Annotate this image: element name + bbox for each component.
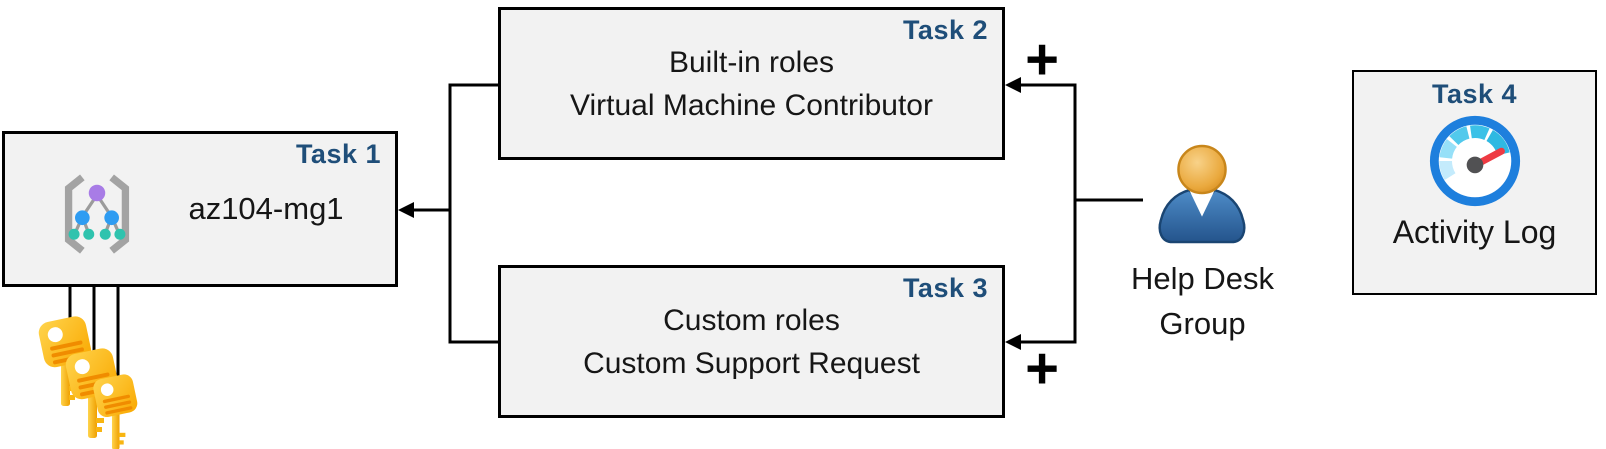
task4-box: Task 4 Activity Log: [1352, 70, 1597, 295]
task3-line2: Custom Support Request: [583, 346, 920, 380]
gauge-segment-2: [1438, 138, 1457, 160]
task2-text: Built-in roles Virtual Machine Contribut…: [501, 10, 1002, 157]
task1-box: Task 1 az104-mg1: [2, 131, 398, 287]
user-head: [1177, 144, 1227, 195]
arrow-to-task2: [1005, 77, 1021, 93]
tree-edges: [73, 193, 121, 234]
node-teal-2: [83, 228, 95, 240]
node-teal-1: [68, 228, 80, 240]
bracket-left: [64, 174, 85, 254]
user-icon: [1158, 144, 1246, 244]
gauge-segment-4: [1469, 125, 1490, 141]
actor-label: Help Desk Group: [1095, 256, 1310, 346]
task2-box: Task 2 Built-in roles Virtual Machine Co…: [498, 7, 1005, 160]
gauge-segment-1: [1438, 160, 1456, 180]
arrow-to-task1: [398, 202, 414, 218]
node-purple: [88, 184, 106, 202]
gauge-segment-3: [1448, 126, 1470, 146]
node-teal-4: [114, 228, 126, 240]
bracket-right: [109, 174, 130, 254]
actor-label-line2: Group: [1159, 306, 1246, 341]
user-collar: [1189, 190, 1215, 217]
actor-label-line1: Help Desk: [1131, 261, 1274, 296]
task3-box: Task 3 Custom roles Custom Support Reque…: [498, 265, 1005, 418]
task3-line1: Custom roles: [663, 303, 840, 337]
task1-label: Task 1: [295, 139, 381, 169]
task1-text: az104-mg1: [188, 191, 344, 226]
bracket-connector: [412, 83, 498, 344]
task2-line2: Virtual Machine Contributor: [570, 88, 933, 122]
node-blue-right: [104, 210, 119, 226]
node-teal-3: [99, 228, 111, 240]
task2-line1: Built-in roles: [668, 45, 835, 79]
key-icon-3: [93, 374, 138, 449]
task3-label: Task 3: [902, 273, 988, 303]
activity-log-gauge-icon: [1429, 115, 1520, 207]
gauge-hub: [1466, 156, 1483, 174]
task3-text: Custom roles Custom Support Request: [501, 268, 1002, 415]
management-group-icon: [64, 174, 130, 254]
task2-label: Task 2: [902, 15, 988, 45]
task4-text: Activity Log: [1392, 214, 1557, 250]
plus-icon-top: +: [1025, 27, 1059, 92]
task4-label: Task 4: [1431, 79, 1518, 109]
node-blue-left: [75, 210, 90, 226]
arrow-to-task3: [1005, 334, 1021, 350]
plus-icon-bottom: +: [1025, 336, 1059, 401]
